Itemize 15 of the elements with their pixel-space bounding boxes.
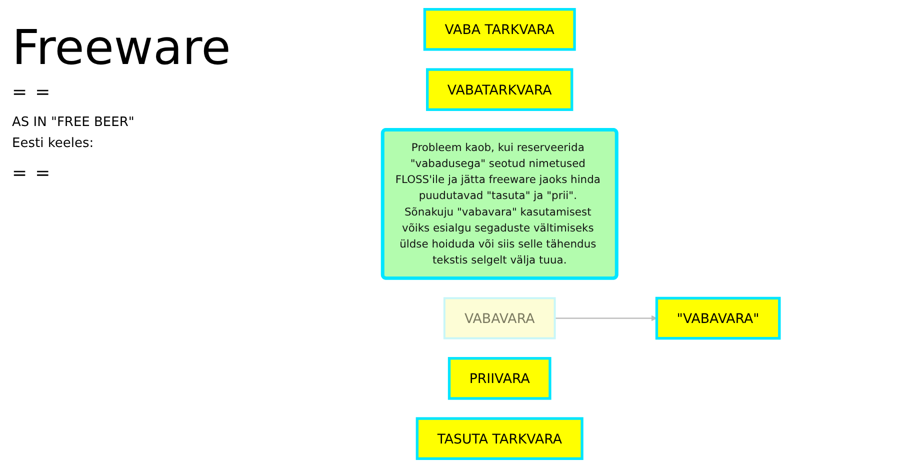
node-box [448, 356, 552, 400]
arrow [554, 314, 657, 321]
note-text: AS IN "FREE BEER" [12, 115, 136, 130]
node-box [426, 68, 574, 110]
node-box [655, 296, 781, 340]
node-box [423, 8, 576, 50]
flowchart: VABA TARKVARA VABATARKVARA "VABAVARA" Probleem kaob, kui reserveerida "vabadusega" seotud nimetused FLOSS'ile ja jätta freeware jaoks hinda puudutavad "tasuta" ja "prii". Sõnakuju "vabavara" kasutamisest võiks esialgu segaduste vältimiseks üldse hoiduda või siis selle tähendus tekstis selgelt välja tuua. VABAVARA PRIIVARA TASUTA TARKVARA [256, 4, 906, 464]
node-box [443, 296, 556, 339]
equals-sign: = [35, 163, 50, 184]
equals-sign: = [35, 82, 50, 103]
equals-sign: = [12, 82, 28, 103]
equals-sign: = [12, 163, 28, 184]
node-box [416, 416, 584, 460]
note-text: Eesti keeles: [12, 136, 95, 151]
title: Freeware [12, 20, 232, 76]
